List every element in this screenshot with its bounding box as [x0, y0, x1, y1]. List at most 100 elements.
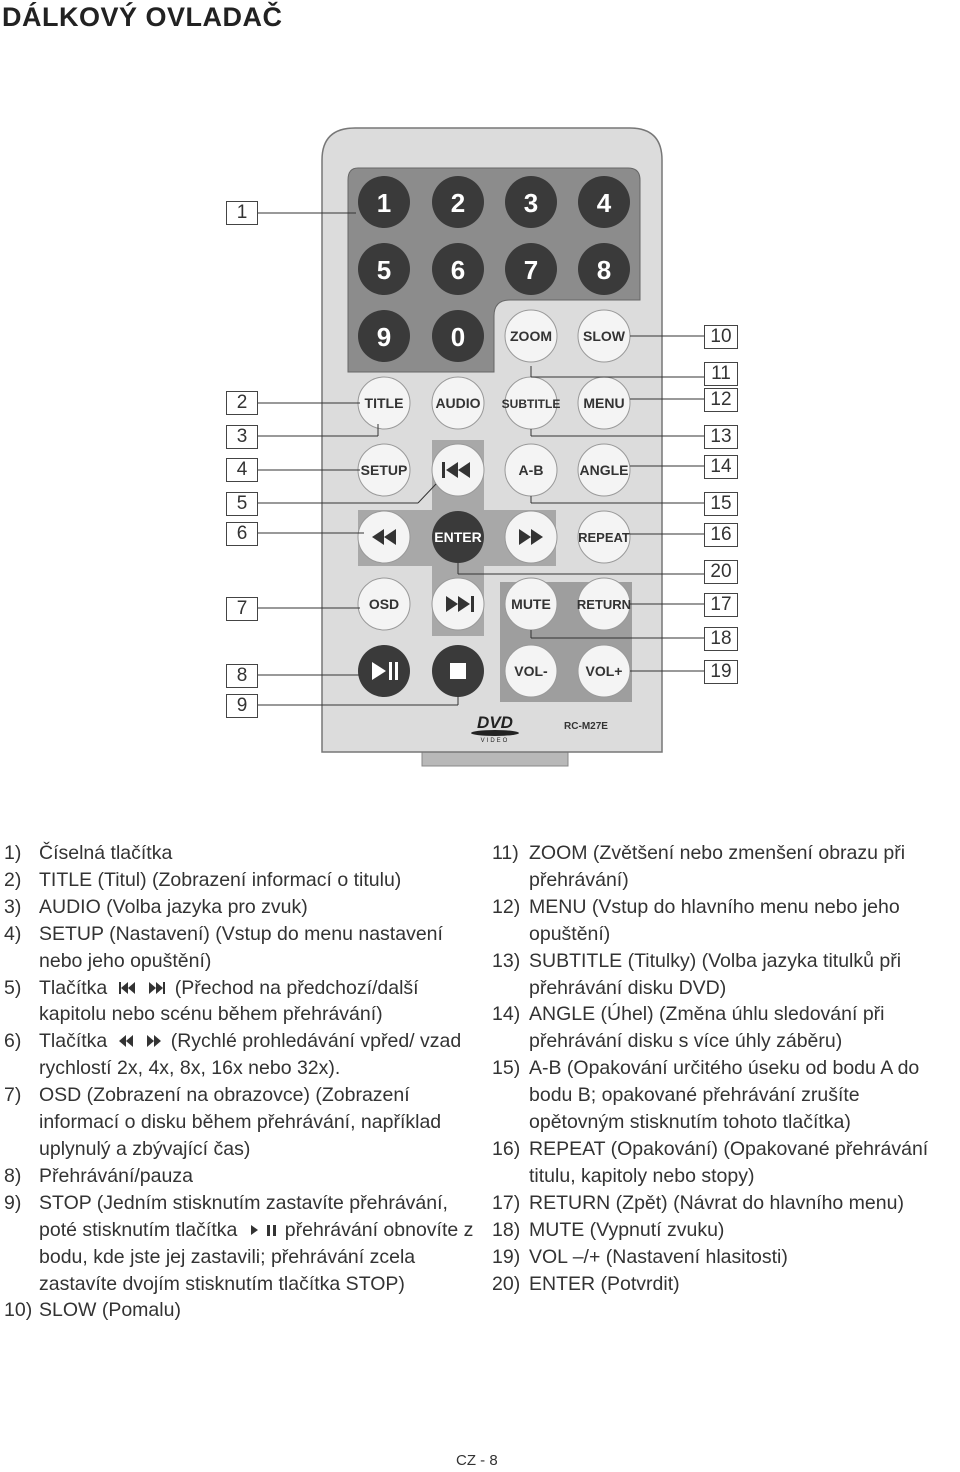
- model-number: RC-M27E: [564, 721, 608, 732]
- legend-item: 10)SLOW (Pomalu): [4, 1297, 474, 1324]
- item-text: A-B (Opakování určitého úseku od bodu A …: [529, 1057, 920, 1134]
- legend-item: 7)OSD (Zobrazení na obrazovce) (Zobrazen…: [4, 1082, 474, 1163]
- svg-text:A-B: A-B: [519, 462, 544, 478]
- legend-item: 1) Číselná tlačítka: [4, 840, 474, 867]
- item-text: Tlačítka (Rychlé prohledávání vpřed/ vza…: [39, 1028, 474, 1082]
- svg-text:2: 2: [451, 188, 465, 218]
- item-number: 1): [4, 842, 22, 864]
- item-text: OSD (Zobrazení na obrazovce) (Zobrazení …: [39, 1084, 442, 1160]
- callout-20: 20: [704, 560, 738, 584]
- svg-text:SUBTITLE: SUBTITLE: [502, 397, 561, 411]
- svg-text:7: 7: [524, 255, 538, 285]
- item-text: MUTE (Vypnutí zvuku): [529, 1218, 725, 1241]
- dvd-video-logo: DVD VIDEO: [471, 713, 519, 744]
- item-number: 6): [4, 1030, 22, 1053]
- return-button[interactable]: RETURN: [577, 577, 631, 631]
- volume-up-button[interactable]: VOL+: [577, 644, 631, 698]
- item-text-start: STOP (Jedním stisknutím zastavíte přehrá…: [39, 1191, 448, 1241]
- osd-button[interactable]: OSD: [357, 577, 411, 631]
- legend-item: 3)AUDIO (Volba jazyka pro zvuk): [4, 894, 474, 921]
- item-text-end: (Rychlé prohledávání vpřed/ vzad rychlos…: [39, 1030, 462, 1080]
- mute-button[interactable]: MUTE: [504, 577, 558, 631]
- legend-item: 11)ZOOM (Zvětšení nebo zmenšení obrazu p…: [492, 840, 960, 894]
- slow-button[interactable]: SLOW: [577, 309, 631, 363]
- item-text: STOP (Jedním stisknutím zastavíte přehrá…: [39, 1190, 474, 1298]
- legend-item: 8)Přehrávání/pauza: [4, 1163, 474, 1190]
- button-8[interactable]: 8: [578, 243, 630, 295]
- item-text-end: přehrávání obnovíte z bodu, kde jste jej…: [39, 1218, 474, 1295]
- callout-3: 3: [226, 425, 258, 449]
- button-7[interactable]: 7: [505, 243, 557, 295]
- repeat-button[interactable]: REPEAT: [577, 510, 631, 564]
- legend-item: 17)RETURN (Zpět) (Návrat do hlavního men…: [492, 1190, 960, 1217]
- svg-text:ENTER: ENTER: [434, 529, 481, 545]
- callout-9: 9: [226, 694, 258, 718]
- button-3[interactable]: 3: [505, 176, 557, 228]
- numeric-keypad-panel: [347, 167, 641, 373]
- next-button[interactable]: [431, 577, 485, 631]
- item-text: ANGLE (Úhel) (Změna úhlu sledování při p…: [529, 1003, 885, 1053]
- stop-icon: [450, 663, 466, 679]
- callout-6: 6: [226, 522, 258, 546]
- svg-text:VOL+: VOL+: [586, 663, 623, 679]
- fast-forward-button[interactable]: [504, 510, 558, 564]
- callout-11: 11: [704, 362, 738, 386]
- page-number: CZ - 8: [456, 1452, 498, 1469]
- item-number: 8): [4, 1164, 22, 1187]
- item-number: 17): [492, 1191, 521, 1214]
- button-5[interactable]: 5: [358, 243, 410, 295]
- callout-2: 2: [226, 391, 258, 415]
- callout-5: 5: [226, 492, 258, 516]
- legend-item: 15)A-B (Opakování určitého úseku od bodu…: [492, 1055, 960, 1136]
- callout-17: 17: [704, 593, 738, 617]
- svg-text:SLOW: SLOW: [583, 328, 626, 344]
- setup-button[interactable]: SETUP: [357, 443, 411, 497]
- callout-4: 4: [226, 458, 258, 482]
- callout-16: 16: [704, 523, 738, 547]
- ab-button[interactable]: A-B: [504, 443, 558, 497]
- enter-button[interactable]: ENTER: [432, 511, 484, 563]
- play-pause-button[interactable]: [358, 645, 410, 697]
- button-1[interactable]: 1: [358, 176, 410, 228]
- audio-button[interactable]: AUDIO: [431, 376, 485, 430]
- button-9[interactable]: 9: [358, 310, 410, 362]
- item-text: MENU (Vstup do hlavního menu nebo jeho o…: [529, 895, 900, 945]
- callout-8: 8: [226, 664, 258, 688]
- item-text-start: Tlačítka: [39, 1030, 108, 1053]
- button-0[interactable]: 0: [432, 310, 484, 362]
- subtitle-button[interactable]: SUBTITLE: [502, 376, 561, 430]
- item-number: 3): [4, 895, 22, 918]
- button-6[interactable]: 6: [432, 243, 484, 295]
- svg-text:0: 0: [451, 322, 465, 352]
- legend-item: 12)MENU (Vstup do hlavního menu nebo jeh…: [492, 894, 960, 948]
- rewind-icon: [372, 529, 396, 545]
- button-2[interactable]: 2: [432, 176, 484, 228]
- zoom-button[interactable]: ZOOM: [504, 309, 558, 363]
- right-callout-lines: [457, 335, 704, 672]
- svg-text:REPEAT: REPEAT: [578, 530, 630, 545]
- item-text: Číselná tlačítka: [39, 842, 173, 864]
- stop-button[interactable]: [432, 645, 484, 697]
- button-4[interactable]: 4: [578, 176, 630, 228]
- item-number: 20): [492, 1272, 521, 1295]
- rewind-button[interactable]: [357, 510, 411, 564]
- legend-item: 18)MUTE (Vypnutí zvuku): [492, 1217, 960, 1244]
- legend-left: 1)Číselná tlačítka 2)TITLE (Titul) (Zobr…: [4, 840, 474, 1324]
- play-pause-icon: [372, 662, 398, 680]
- angle-button[interactable]: ANGLE: [577, 443, 631, 497]
- legend-item: 9) STOP (Jedním stisknutím zastavíte pře…: [4, 1190, 474, 1298]
- volume-down-button[interactable]: VOL-: [504, 644, 558, 698]
- svg-text:ZOOM: ZOOM: [510, 328, 552, 344]
- item-text: VOL –/+ (Nastavení hlasitosti): [529, 1245, 788, 1268]
- svg-text:4: 4: [597, 188, 612, 218]
- previous-button[interactable]: [431, 443, 485, 497]
- svg-text:6: 6: [451, 255, 465, 285]
- item-text: SETUP (Nastavení) (Vstup do menu nastave…: [39, 922, 443, 972]
- title-button[interactable]: TITLE: [357, 376, 411, 430]
- item-number: 5): [4, 976, 22, 999]
- svg-text:AUDIO: AUDIO: [435, 395, 480, 411]
- svg-text:TITLE: TITLE: [365, 395, 404, 411]
- prev-next-icons: [118, 981, 165, 994]
- callout-15: 15: [704, 492, 738, 516]
- menu-button[interactable]: MENU: [577, 376, 631, 430]
